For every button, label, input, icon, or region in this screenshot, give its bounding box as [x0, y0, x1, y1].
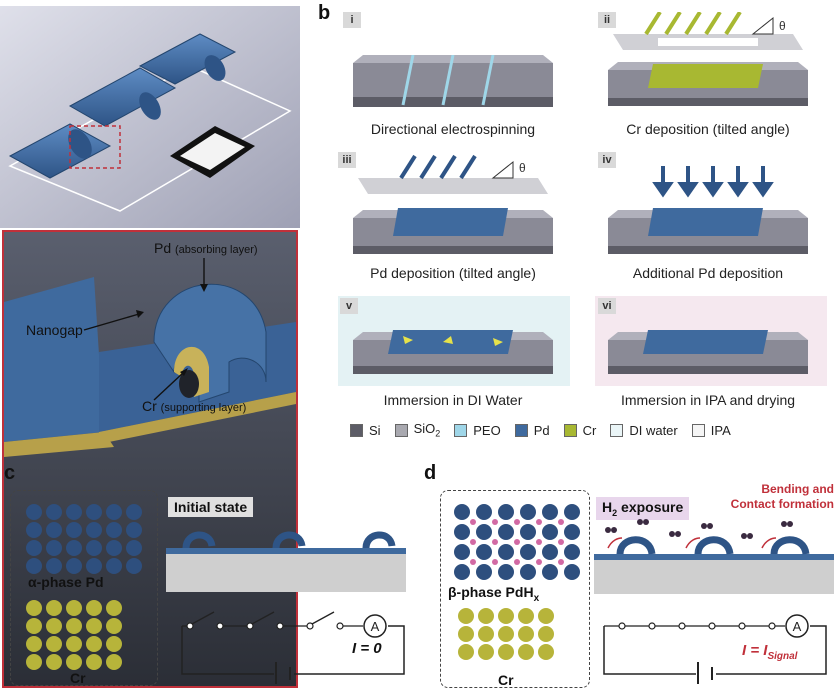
- step-iii-numeral: iii: [338, 152, 356, 168]
- step-v-numeral: v: [340, 298, 358, 314]
- panel-c-letter: c: [4, 462, 16, 484]
- exposure-tag-sub: 2: [612, 507, 618, 518]
- legend-label-cr: Cr: [582, 422, 597, 438]
- step-vi-caption: Immersion in IPA and drying: [620, 392, 796, 408]
- legend-label-si: Si: [369, 422, 381, 438]
- step-iv-numeral: iv: [598, 152, 616, 168]
- legend-swatch-si: [350, 423, 363, 437]
- panel-d-lattice-box: [440, 490, 590, 688]
- legend-label-diwater: DI water: [629, 422, 678, 438]
- panel-d-ammeter-label: A: [793, 619, 802, 634]
- panel-d-cross-section: [594, 519, 834, 594]
- step-v-caption: Immersion in DI Water: [383, 392, 523, 408]
- material-legend: Si SiO2 PEO Pd Cr DI water IPA: [350, 420, 731, 440]
- panel-d-pd-label-main: β-phase PdH: [448, 584, 534, 600]
- step-i-illustration: [353, 55, 553, 107]
- legend-swatch-pd: [514, 423, 528, 437]
- step-ii-illustration: θ: [608, 12, 808, 106]
- step-iii-illustration: θ: [353, 154, 553, 254]
- panel-a-zoom-inset: Pd (absorbing layer) Nanogap Cr (support…: [2, 230, 298, 688]
- step-iv-caption: Additional Pd deposition: [632, 265, 784, 281]
- legend-swatch-diwater: [610, 423, 624, 437]
- label-cr-text: Cr: [142, 398, 157, 414]
- panel-c-cross-section: [166, 531, 406, 592]
- label-nanogap: Nanogap: [26, 322, 83, 338]
- panel-c-ammeter-label: A: [371, 619, 380, 634]
- panel-d-circuit: A: [603, 614, 827, 684]
- panel-d-letter: d: [424, 462, 437, 484]
- label-pd-text: Pd: [154, 240, 172, 256]
- label-cr-sub: (supporting layer): [160, 402, 247, 414]
- panel-a-3d-device: [0, 6, 300, 228]
- panel-c-state-tag: Initial state: [168, 497, 254, 517]
- panel-b-letter: b: [318, 2, 331, 24]
- step-i-caption: Directional electrospinning: [370, 121, 536, 137]
- inset-arrows: [83, 258, 208, 401]
- panel-c-pd-label: α-phase Pd: [28, 574, 104, 590]
- theta-ii: θ: [779, 19, 786, 33]
- step-iii-caption: Pd deposition (tilted angle): [370, 265, 536, 281]
- step-iv-illustration: [608, 166, 808, 254]
- step-vi-illustration: [608, 330, 808, 374]
- panel-d-bending-note: Bending and Contact formation: [706, 482, 834, 512]
- legend-label-ipa: IPA: [710, 422, 731, 438]
- legend-swatch-peo: [454, 423, 468, 437]
- exposure-tag-h: H: [602, 499, 613, 515]
- legend-label-pd: Pd: [533, 422, 550, 438]
- exposure-tag-rest: exposure: [617, 499, 684, 515]
- label-pd-sub: (absorbing layer): [175, 244, 258, 256]
- legend-swatch-sio2: [394, 423, 408, 437]
- bending-line-2: Contact formation: [730, 497, 834, 511]
- step-ii-numeral: ii: [598, 12, 616, 28]
- theta-iii: θ: [519, 161, 526, 175]
- step-v-illustration: [353, 330, 553, 374]
- step-ii-caption: Cr deposition (tilted angle): [626, 121, 790, 137]
- legend-label-sio2-base: SiO: [413, 421, 436, 437]
- panel-d-current: I = ISignal: [742, 642, 797, 662]
- panel-d-cr-label: Cr: [498, 672, 514, 688]
- panel-c-cr-label: Cr: [70, 670, 86, 686]
- zoom-roll-illustration: [4, 277, 296, 457]
- panel-d-lattices: [454, 504, 580, 660]
- label-cr: Cr (supporting layer): [142, 398, 246, 414]
- legend-swatch-cr: [563, 423, 577, 437]
- panel-c-lattice-box: [10, 490, 158, 686]
- panel-c-lattices: [26, 504, 142, 670]
- panel-c-current: I = 0: [352, 640, 382, 657]
- step-i-numeral: i: [343, 12, 361, 28]
- bending-line-1: Bending and: [761, 482, 834, 496]
- legend-label-sio2-sub: 2: [435, 428, 441, 439]
- step-vi-numeral: vi: [598, 298, 616, 314]
- panel-d-exposure-tag: H2 exposure: [596, 497, 690, 520]
- panel-d-pd-label: β-phase PdHx: [448, 584, 539, 604]
- legend-label-sio2: SiO2: [414, 421, 441, 439]
- legend-swatch-ipa: [691, 423, 705, 437]
- panel-d-current-main: I = I: [742, 642, 768, 659]
- panel-d-current-sub: Signal: [767, 651, 798, 662]
- label-pd: Pd (absorbing layer): [154, 240, 258, 256]
- legend-label-peo: PEO: [473, 422, 501, 438]
- panel-c-circuit: A: [181, 611, 405, 684]
- panel-d-pd-label-sub: x: [533, 592, 540, 604]
